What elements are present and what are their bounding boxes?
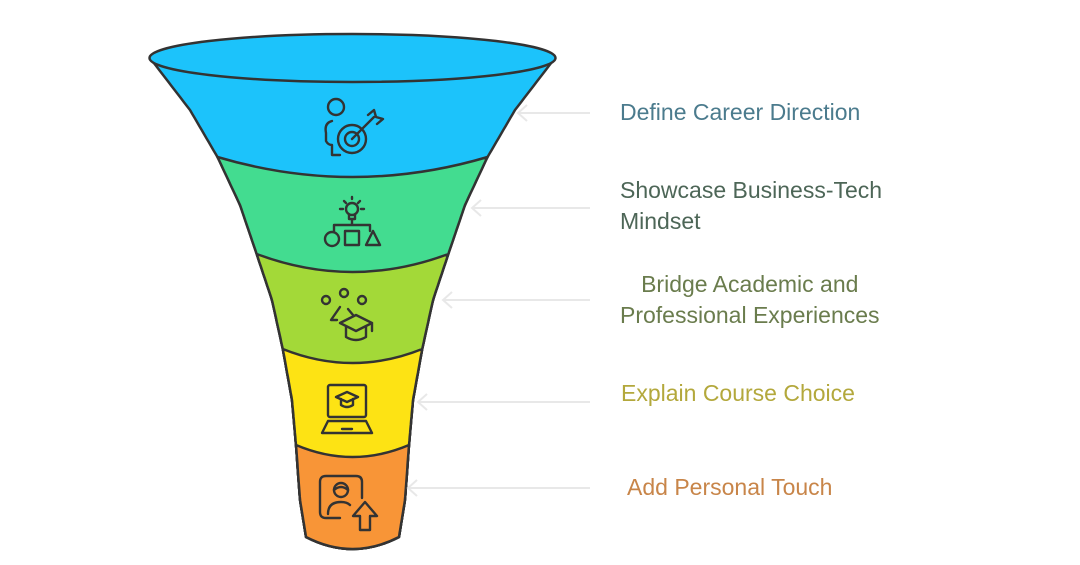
idea-shapes-icon	[323, 195, 382, 248]
arrowhead-icon	[516, 104, 528, 122]
label-line: Showcase Business-Tech	[620, 177, 883, 203]
label-line: Mindset	[620, 208, 701, 234]
profile-upload-icon	[318, 474, 379, 532]
label-line: Professional Experiences	[620, 302, 880, 328]
label-line: Bridge Academic and	[641, 271, 859, 297]
arrowhead-icon	[470, 199, 482, 217]
label-line: Add Personal Touch	[627, 474, 833, 500]
stage-label-5: Add Personal Touch	[627, 472, 832, 503]
academic-experience-icon	[320, 287, 374, 342]
laptop-graduation-icon	[320, 383, 374, 435]
stage-label-3: Bridge Academic and Professional Experie…	[620, 269, 880, 331]
funnel-stage-5	[294, 443, 411, 551]
stage-label-2: Showcase Business-Tech Mindset	[620, 175, 882, 237]
arrowhead-icon	[416, 393, 428, 411]
person-target-icon	[324, 97, 385, 157]
label-line: Define Career Direction	[620, 99, 861, 125]
arrowhead-icon	[406, 479, 418, 497]
arrowhead-icon	[441, 291, 453, 309]
funnel-top-rim	[148, 32, 557, 84]
label-line: Explain Course Choice	[621, 380, 855, 406]
stage-label-1: Define Career Direction	[620, 97, 860, 128]
stage-label-4: Explain Course Choice	[621, 378, 855, 409]
